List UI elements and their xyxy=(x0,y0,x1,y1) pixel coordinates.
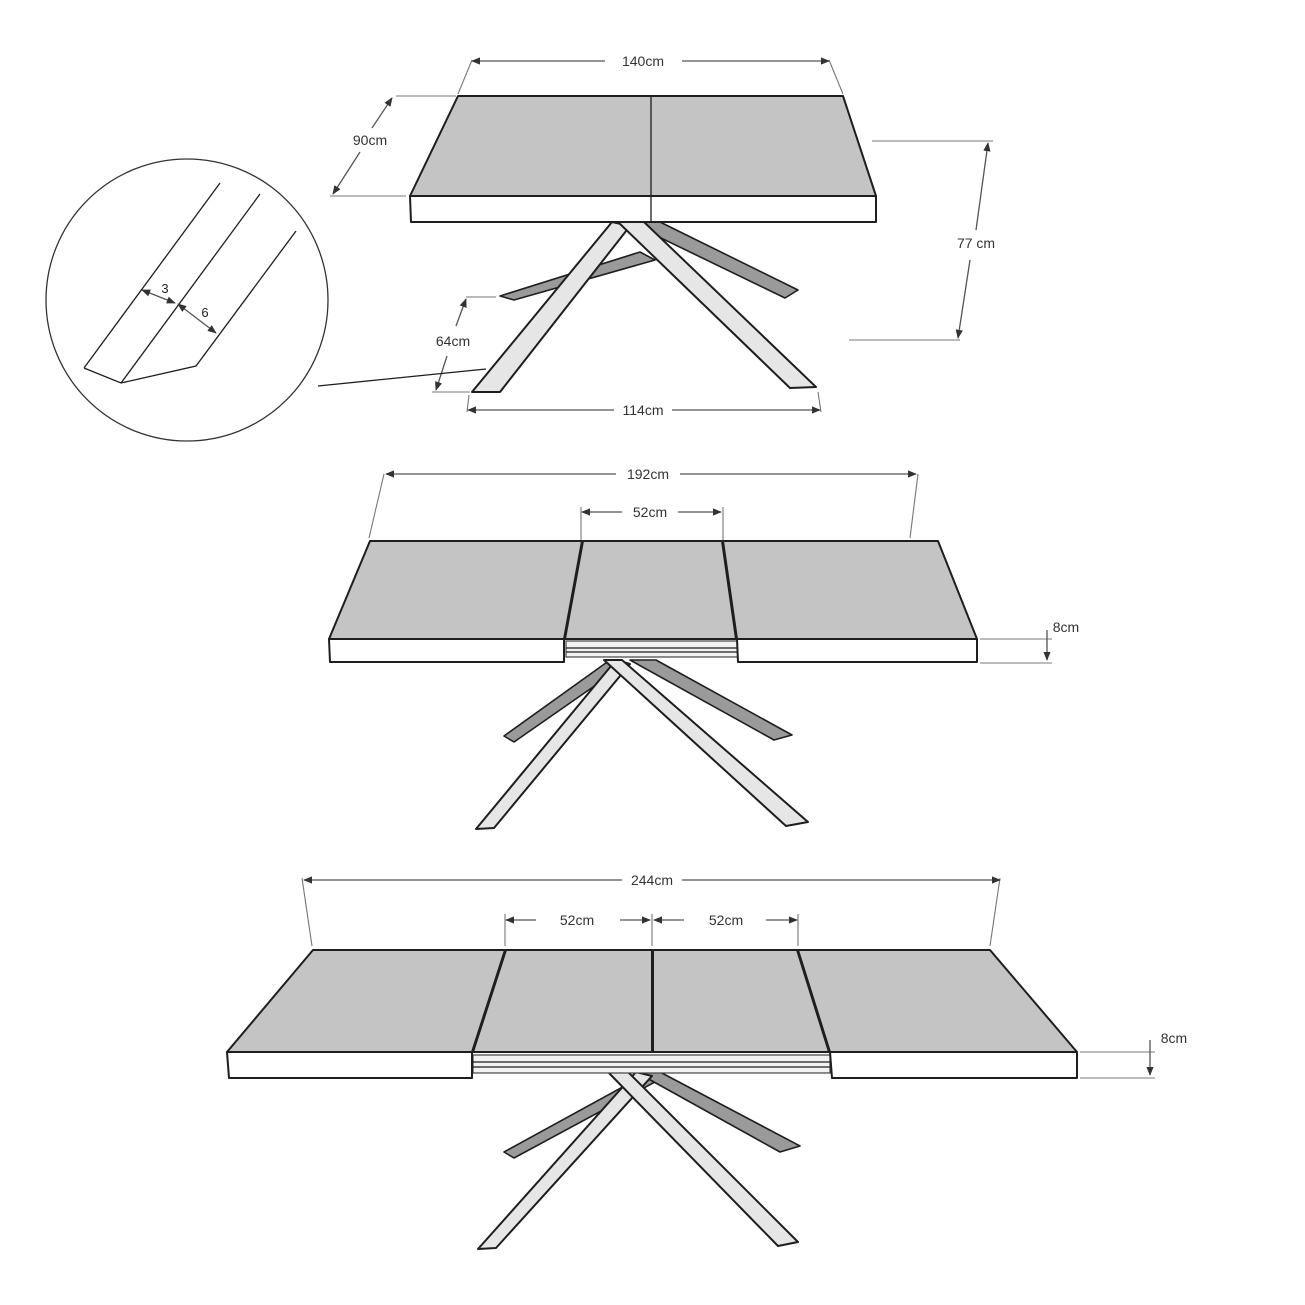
left-leaf-edge xyxy=(328,638,565,663)
right-leaf xyxy=(797,949,1078,1053)
right-leaf xyxy=(722,540,978,640)
front-leg-right xyxy=(617,221,817,389)
two-ext-right-leaf-label: 52cm xyxy=(709,912,743,928)
leg-depth-label: 64cm xyxy=(436,333,470,349)
leg-section-b-label: 6 xyxy=(201,305,208,320)
tabletop-edge xyxy=(409,195,877,223)
closed-depth-label: 90cm xyxy=(353,132,387,148)
one-extension-view: 192cm 52cm 8cm xyxy=(328,466,1079,830)
one-ext-thickness-label: 8cm xyxy=(1053,619,1079,635)
two-extension-view: 244cm 52cm 52cm 8cm xyxy=(226,872,1187,1250)
front-leg-left xyxy=(471,221,631,393)
front-leg-right xyxy=(603,659,809,827)
left-leaf xyxy=(226,949,506,1053)
right-leaf-edge xyxy=(829,1051,1078,1079)
extension-leaf xyxy=(564,540,737,640)
one-ext-width-label: 192cm xyxy=(627,466,669,482)
two-ext-width-label: 244cm xyxy=(631,872,673,888)
front-leg-left xyxy=(475,659,631,830)
front-leg-left xyxy=(477,1071,653,1250)
left-leaf xyxy=(328,540,583,640)
right-leaf-edge xyxy=(736,638,978,663)
detail-circle xyxy=(45,158,329,442)
leg-section-a-label: 3 xyxy=(161,281,168,296)
left-leaf-edge xyxy=(226,1051,473,1079)
leg-span-label: 114cm xyxy=(623,402,664,418)
closed-table-view: 140cm 90cm 77 cm 64cm 114cm xyxy=(330,53,995,418)
two-ext-left-leaf-label: 52cm xyxy=(560,912,594,928)
leg-detail-inset: 3 6 xyxy=(45,158,487,442)
closed-width-label: 140cm xyxy=(622,53,664,69)
tabletop-surface xyxy=(409,95,877,197)
one-ext-leaf-label: 52cm xyxy=(633,504,667,520)
closed-height-label: 77 cm xyxy=(957,235,995,251)
back-leg-right xyxy=(629,659,793,741)
two-ext-thickness-label: 8cm xyxy=(1161,1030,1187,1046)
